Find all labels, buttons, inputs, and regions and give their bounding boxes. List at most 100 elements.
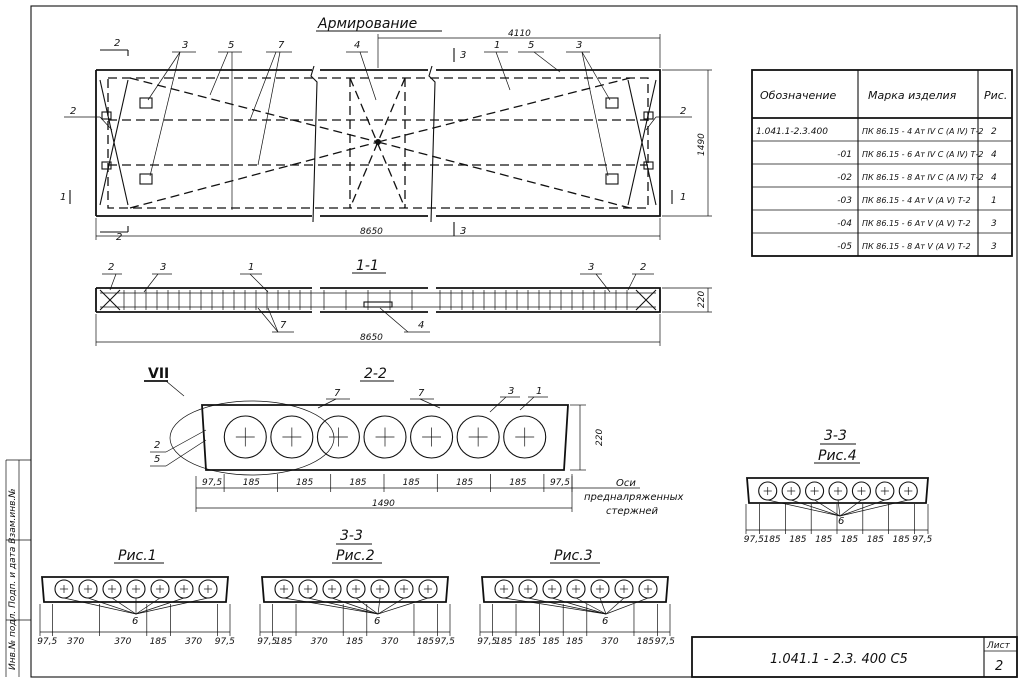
embed-plate bbox=[101, 111, 112, 120]
hollow-core bbox=[456, 415, 500, 459]
dim-value: 97,5 bbox=[202, 478, 222, 488]
leader bbox=[63, 597, 137, 615]
section-11-title: 1-1 bbox=[356, 258, 379, 274]
plan-outline bbox=[96, 69, 661, 217]
lifting-loop bbox=[605, 173, 619, 185]
callout: 7 bbox=[334, 388, 341, 399]
dim-value: 185 bbox=[566, 637, 583, 647]
leader bbox=[814, 499, 841, 517]
table-cell: 4 bbox=[991, 150, 997, 160]
leader bbox=[767, 499, 841, 517]
table-cell: ПК 86.15 - 8 Ат V (А V) Т-2 bbox=[862, 242, 971, 251]
title-stamp: 1.041.1 - 2.3. 400 С5 Лист 2 bbox=[691, 636, 1018, 678]
table-header: Обозначение bbox=[760, 89, 837, 102]
callout: 7 bbox=[278, 40, 285, 51]
table-cell: 1.041.1-2.3.400 bbox=[756, 127, 828, 137]
leader bbox=[605, 597, 649, 615]
note-line: предналряженных bbox=[584, 492, 684, 503]
dim-height: 220 bbox=[697, 291, 707, 308]
dim-width: 1490 bbox=[697, 133, 707, 156]
dim-length: 8650 bbox=[360, 227, 383, 237]
side-binding-text: Инв.№ подл. Подп. и дата Взам.инв.№ bbox=[8, 488, 18, 670]
callout: 2 bbox=[680, 106, 686, 117]
leader bbox=[551, 597, 607, 615]
hollow-core bbox=[363, 415, 407, 459]
leader bbox=[331, 597, 379, 615]
table-cell: -01 bbox=[837, 150, 852, 160]
callout: 2 bbox=[70, 106, 76, 117]
section-33-title: 3-3 bbox=[824, 428, 847, 444]
leader bbox=[839, 499, 862, 517]
dim-half: 4110 bbox=[508, 29, 531, 39]
dim-value: 185 bbox=[542, 637, 559, 647]
callout: 4 bbox=[354, 40, 360, 51]
cut-mark-2-bottom: 2 bbox=[116, 232, 122, 243]
embed-plate bbox=[643, 161, 654, 170]
note-line: Оси bbox=[616, 478, 636, 489]
dim-value: 185 bbox=[509, 478, 526, 488]
section-11-outline bbox=[96, 287, 661, 313]
dim-value: 97,5 bbox=[550, 478, 570, 488]
dim-value: 97,5 bbox=[257, 637, 277, 647]
leader bbox=[377, 597, 405, 615]
leader bbox=[87, 597, 137, 615]
callout: 7 bbox=[418, 388, 425, 399]
dim-value: 185 bbox=[296, 478, 313, 488]
leader bbox=[135, 597, 209, 615]
cut-arrow bbox=[100, 226, 129, 233]
callout: 2 bbox=[108, 262, 114, 273]
callout: 3 bbox=[160, 262, 166, 273]
pic1-outline bbox=[41, 576, 229, 603]
callout: 1 bbox=[494, 40, 500, 51]
dim-value: 97,5 bbox=[215, 637, 235, 647]
hollow-cores bbox=[223, 415, 547, 459]
dim-value: 97,5 bbox=[435, 637, 455, 647]
cut-mark-3-top: 3 bbox=[460, 50, 466, 61]
table-cell: -02 bbox=[837, 173, 852, 183]
callout: 2 bbox=[640, 262, 646, 273]
dim-value: 185 bbox=[519, 637, 536, 647]
dim-value: 185 bbox=[763, 535, 780, 545]
cut-mark-3-bottom: 3 bbox=[460, 226, 466, 237]
dim-value: 97,5 bbox=[655, 637, 675, 647]
plan-view: Армирование 2 bbox=[60, 16, 712, 243]
dim-total: 1490 bbox=[372, 499, 395, 509]
dim-value: 185 bbox=[456, 478, 473, 488]
hollow-core bbox=[316, 415, 360, 459]
diagonal-rebar bbox=[377, 77, 631, 143]
table-cell: ПК 86.15 - 6 Ат IV С (А IV) Т-2 bbox=[862, 150, 983, 159]
dim-height: 220 bbox=[595, 429, 605, 446]
dim-value: 97,5 bbox=[912, 535, 932, 545]
dim-value: 370 bbox=[311, 637, 328, 647]
table-cell: 1 bbox=[991, 196, 997, 206]
dim-value: 185 bbox=[867, 535, 884, 545]
leader bbox=[135, 597, 161, 615]
leader bbox=[111, 597, 137, 615]
section-1-1: 1-1 2 3 1 3 2 7 4 8650 220 bbox=[95, 258, 712, 346]
dim-value: 185 bbox=[150, 637, 167, 647]
table-cell: 3 bbox=[991, 219, 997, 229]
dim-value: 370 bbox=[114, 637, 131, 647]
diagonal-rebar bbox=[377, 141, 631, 209]
leader bbox=[503, 597, 607, 615]
table-cell: ПК 86.15 - 8 Ат IV С (А IV) Т-2 bbox=[862, 173, 983, 182]
leader bbox=[575, 597, 607, 615]
break-line bbox=[428, 65, 436, 223]
callout: 7 bbox=[280, 320, 287, 331]
hollow-core bbox=[54, 579, 74, 599]
dim-length: 8650 bbox=[360, 333, 383, 343]
pic4-outline bbox=[746, 477, 929, 504]
callout: 3 bbox=[588, 262, 594, 273]
pic-title: Рис.4 bbox=[818, 448, 857, 464]
table-header: Рис. bbox=[984, 89, 1007, 102]
sheet-frame bbox=[30, 5, 1018, 678]
end-brace bbox=[99, 79, 129, 206]
leader bbox=[839, 499, 909, 517]
break-line bbox=[310, 65, 318, 223]
spec-table: Обозначение Марка изделия Рис. 1.041.1-2… bbox=[751, 69, 1013, 257]
leader bbox=[599, 597, 607, 615]
plan-callouts: 2 3 5 7 4 1 5 3 2 bbox=[64, 40, 692, 210]
callout: 6 bbox=[838, 516, 844, 527]
hollow-core bbox=[410, 415, 454, 459]
